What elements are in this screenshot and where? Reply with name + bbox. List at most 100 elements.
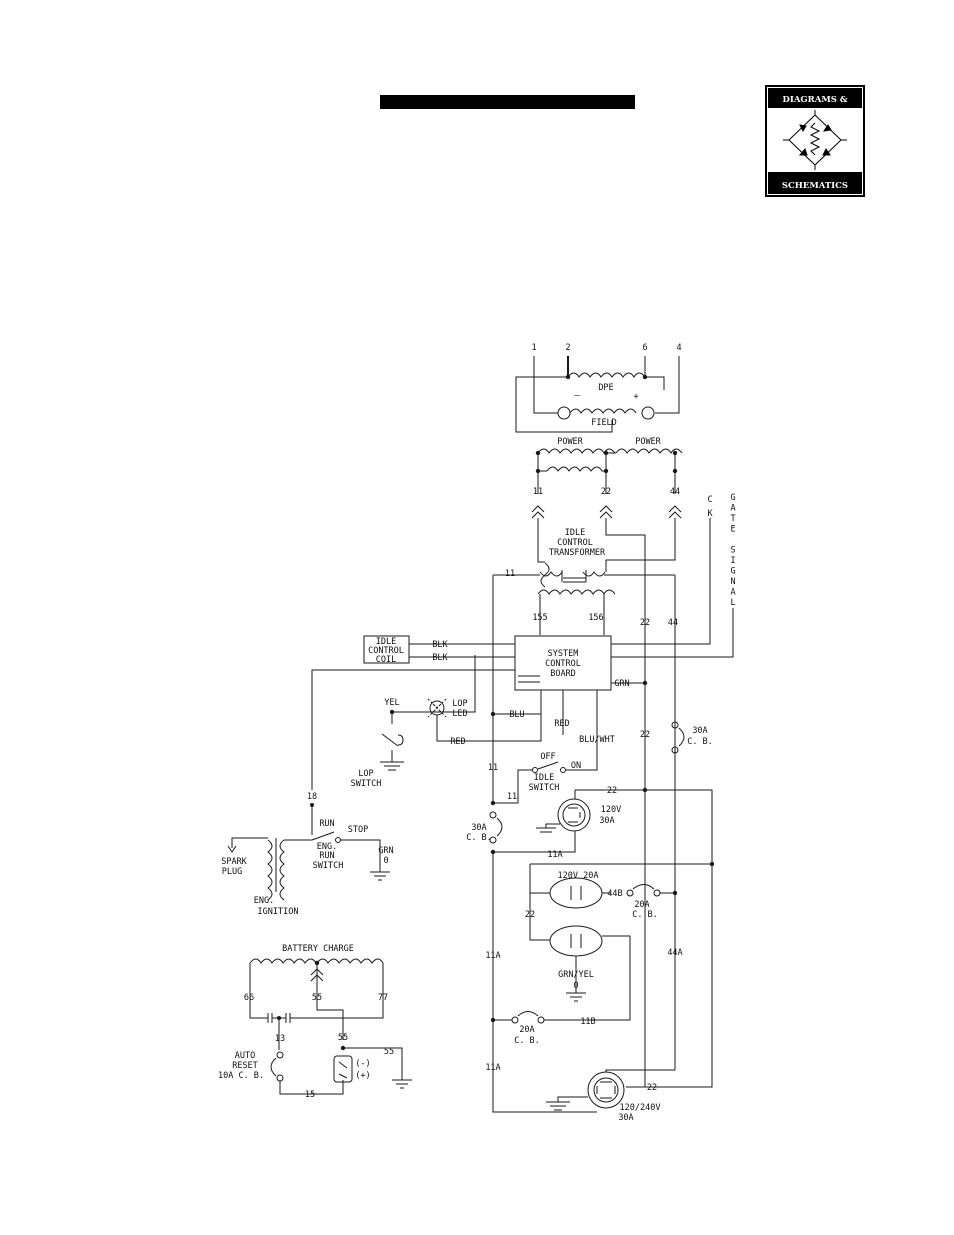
ers-line3: SWITCH <box>313 861 344 871</box>
wire-11a-mid: 11A <box>485 951 500 961</box>
idle-xfmr-line1: IDLE <box>565 528 585 538</box>
wire-66: 66 <box>244 993 254 1003</box>
stop-label: STOP <box>348 825 368 835</box>
wire-155: 155 <box>532 613 547 623</box>
idle-off: OFF <box>540 752 555 762</box>
cb-30a-left: 30A C. B. <box>466 800 503 855</box>
spark-plug-line1: SPARK <box>221 857 247 867</box>
wire-11-switch: 11 <box>507 792 517 802</box>
terminal-4: 4 <box>676 343 681 353</box>
scb-line3: BOARD <box>550 669 576 679</box>
wire-13: 13 <box>275 1034 285 1044</box>
battery-charge-label: BATTERY CHARGE <box>282 944 354 954</box>
red-top: RED <box>554 719 569 729</box>
gate-signal-letter: A <box>730 504 735 514</box>
ck-label-c: C <box>707 495 712 505</box>
ck-label-k: K <box>707 509 713 519</box>
wire-22-mid: 22 <box>640 618 650 628</box>
receptacle-120-240v-30a: 22 120/240V 30A <box>546 1069 675 1123</box>
wire-44b: 44B <box>607 889 622 899</box>
wire-44-mid: 44 <box>668 618 678 628</box>
diagrams-schematics-logo: DIAGRAMS & SCHEMATICS <box>765 85 865 197</box>
terminal-6: 6 <box>642 343 647 353</box>
battery-neg: (-) <box>355 1059 370 1069</box>
logo-top-text: DIAGRAMS & <box>782 95 847 105</box>
wire-22-cb: 22 <box>640 730 650 740</box>
cb20-bottom-line1: 20A <box>519 1025 534 1035</box>
wire-22-dup: 22 <box>525 910 535 920</box>
wire-44a: 44A <box>667 948 682 958</box>
receptacle-120v-30a: 22 120V 30A 11A <box>493 786 713 1088</box>
title-bar <box>380 95 635 109</box>
red-bottom: RED <box>450 737 465 747</box>
wire-11a-top: 11A <box>547 850 562 860</box>
grn-scb: GRN <box>614 679 629 689</box>
receptacle-120v-20a: 120V 20A 44B 20A C. B. 22 GRN/YEL 0 <box>525 861 715 1021</box>
rec120v20-label: 120V 20A <box>558 871 599 881</box>
cb30-left-line2: C. B. <box>466 833 492 843</box>
idle-control-coil: IDLE CONTROL COIL BLK BLK <box>363 635 515 665</box>
idle-switch-line1: IDLE <box>534 773 554 783</box>
idle-switch-line2: SWITCH <box>529 783 560 793</box>
gate-signal-letter: G <box>730 493 735 503</box>
gate-signal-letter: A <box>730 588 735 598</box>
wire-11-left: 11 <box>488 763 498 773</box>
terminal-2: 2 <box>565 343 570 353</box>
auto-reset-line1: AUTO <box>235 1051 255 1061</box>
idle-xfmr-line2: CONTROL <box>557 538 593 548</box>
cb20-right-line2: C. B. <box>632 910 658 920</box>
run-label: RUN <box>319 819 334 829</box>
idle-switch: 11 OFF ON IDLE SWITCH 11 <box>488 735 598 804</box>
field-label: FIELD <box>591 418 617 428</box>
gate-signal-letter: L <box>730 598 735 608</box>
lop-led-line2: LED <box>452 709 467 719</box>
dpe-label: DPE <box>598 383 613 393</box>
field-coil <box>569 408 637 414</box>
field-brush-right <box>641 406 655 420</box>
lop-switch-line1: LOP <box>358 769 373 779</box>
field-plus: + <box>633 392 638 402</box>
grn-yel-line1: GRN/YEL <box>558 970 594 980</box>
wire-11-top: 11 <box>533 487 543 497</box>
scb-line1: SYSTEM <box>548 649 579 659</box>
wire-44-top: 44 <box>670 487 680 497</box>
gate-signal-letter: S <box>730 546 735 556</box>
engine-run-switch: 18 RUN STOP GRN 0 ENG. RUN SWITCH SPARK … <box>221 792 393 917</box>
cb20-bottom-line2: C. B. <box>514 1036 540 1046</box>
wire-18: 18 <box>307 792 317 802</box>
rec120v30-line1: 120V <box>601 805 621 815</box>
idle-xfmr-line3: TRANSFORMER <box>549 548 606 558</box>
gate-signal-letter: N <box>730 577 735 587</box>
power-label-right: POWER <box>635 437 661 447</box>
wire-55-right: 55 <box>384 1047 394 1057</box>
yel-label: YEL <box>384 698 399 708</box>
grn-stop-line1: GRN <box>378 846 393 856</box>
wire-11-xfmr: 11 <box>505 569 515 579</box>
bridge-rectifier-icon <box>783 110 847 170</box>
wire-22-bot: 22 <box>647 1083 657 1093</box>
gate-signal-letter: T <box>730 514 735 524</box>
cb30-right-line2: C. B. <box>687 737 713 747</box>
cb20-right-line1: 20A <box>634 900 649 910</box>
cb-30a-right: 30A C. B. <box>671 721 713 754</box>
gate-signal-letter: I <box>730 556 735 566</box>
dpe-coil <box>567 372 646 378</box>
spark-plug-line2: PLUG <box>222 867 242 877</box>
power-windings: POWER POWER 11 22 44 <box>531 437 683 519</box>
lop-switch-line2: SWITCH <box>351 779 382 789</box>
grn-stop-line2: 0 <box>383 856 388 866</box>
wire-22-top: 22 <box>601 487 611 497</box>
dpe-field-group: 1 2 6 4 DPE — + FIELD <box>515 343 682 433</box>
gate-signal-letter: G <box>730 567 735 577</box>
auto-reset-line2: RESET <box>232 1061 258 1071</box>
field-brush-left <box>557 406 571 420</box>
coil-line3: COIL <box>376 655 396 665</box>
ers-line1: ENG. <box>317 842 337 852</box>
wire-11b: 11B <box>580 1017 595 1027</box>
rec120240-line1: 120/240V <box>620 1103 661 1113</box>
blu-label: BLU <box>509 710 524 720</box>
blk-1: BLK <box>432 640 448 650</box>
